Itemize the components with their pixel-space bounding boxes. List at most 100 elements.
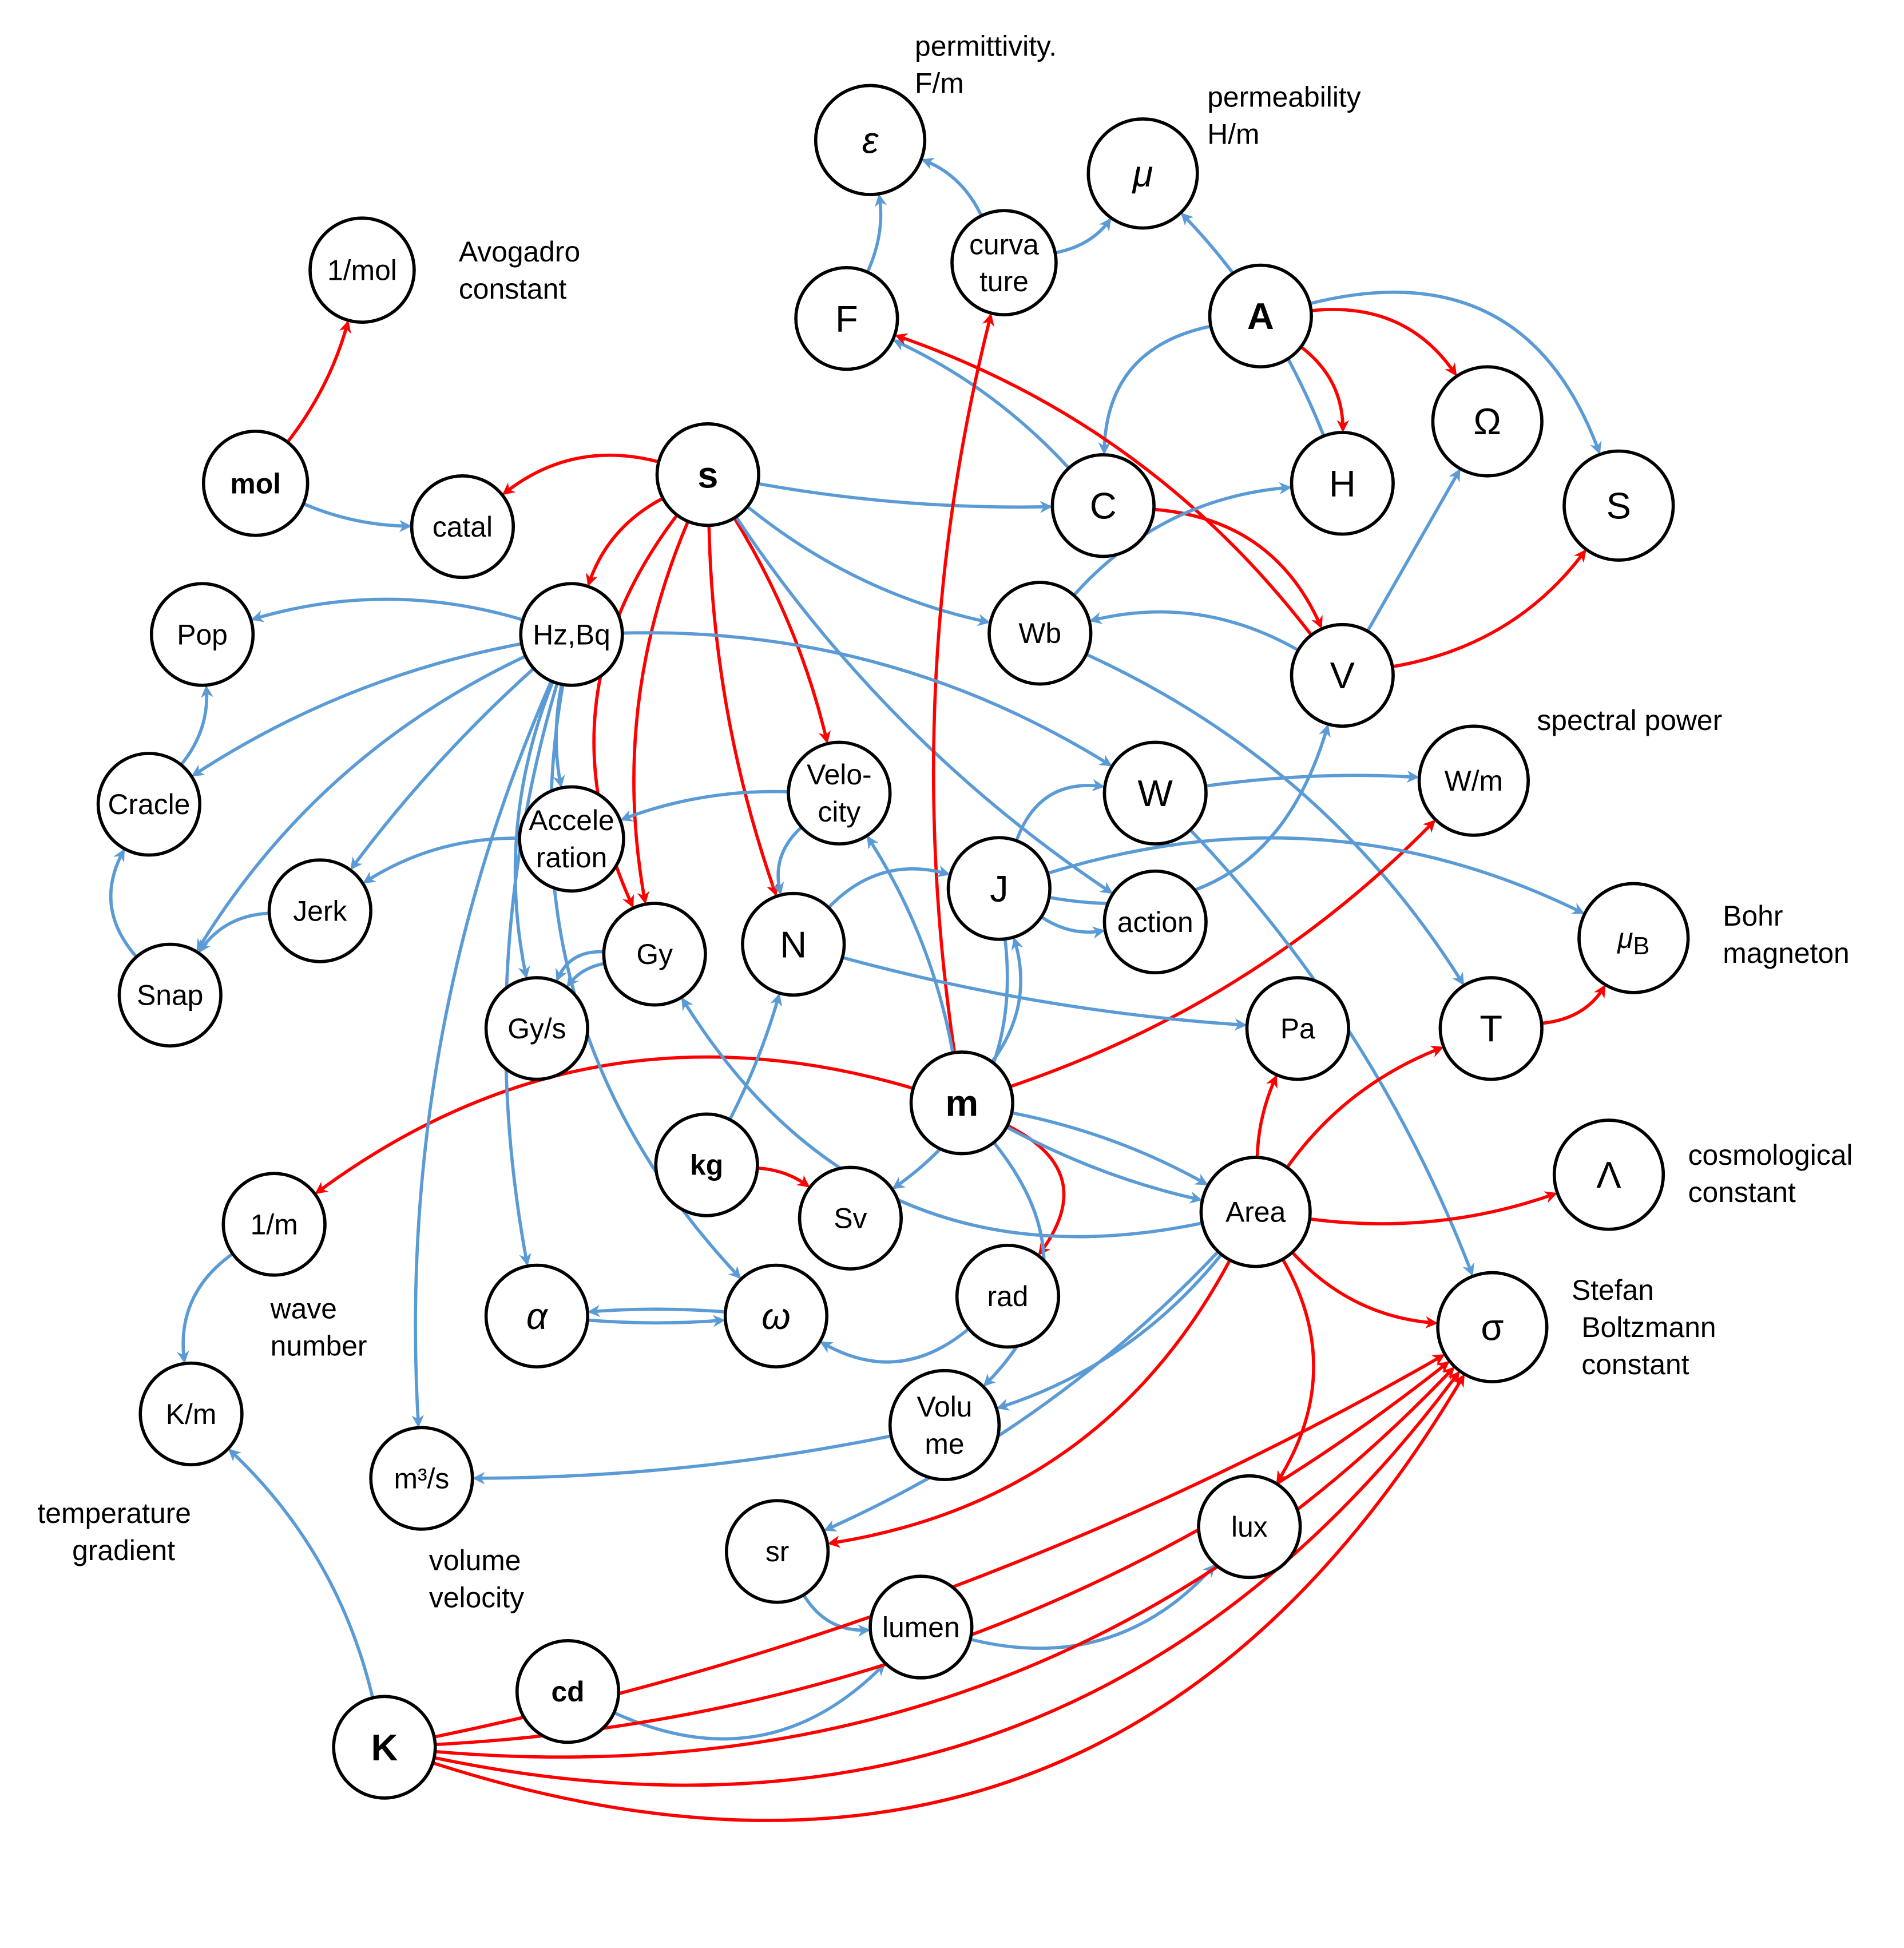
node-sr-circle bbox=[724, 1499, 830, 1604]
node-Pa-label: Pa bbox=[1280, 1013, 1315, 1045]
edge-Wb-to-H bbox=[1072, 482, 1292, 597]
node-sigma-circle bbox=[1436, 1271, 1549, 1383]
node-alpha-label: α bbox=[526, 1295, 549, 1337]
node-S: S bbox=[1562, 449, 1675, 562]
ann-avogadro-line-0: Avogadro bbox=[459, 236, 580, 268]
node-mu-circle bbox=[1086, 117, 1199, 230]
node-S-circle bbox=[1562, 449, 1675, 562]
node-HzBq-label: Hz,Bq bbox=[533, 618, 610, 650]
node-rad-circle bbox=[955, 1244, 1061, 1349]
node-Sv: Sv bbox=[798, 1165, 903, 1271]
node-Km-circle bbox=[138, 1361, 244, 1467]
node-eps-label: ε bbox=[862, 120, 879, 161]
node-Jerk: Jerk bbox=[267, 858, 372, 963]
ann-bohr-line-1: magneton bbox=[1723, 937, 1849, 969]
node-m3s: m³/s bbox=[369, 1426, 474, 1531]
node-T: T bbox=[1438, 976, 1544, 1081]
node-mu-label: μ bbox=[1132, 153, 1153, 195]
ann-volvel-line-1: velocity bbox=[429, 1581, 524, 1613]
node-Sv-circle bbox=[798, 1165, 903, 1271]
node-catal-circle bbox=[410, 474, 515, 580]
node-Volume-label: Volu bbox=[917, 1391, 973, 1423]
node-curv: curva ture bbox=[950, 209, 1058, 316]
edge-K-to-sigma bbox=[434, 1371, 1460, 1787]
edge-m-to-J bbox=[990, 937, 1024, 1063]
node-Area-label: Area bbox=[1225, 1196, 1286, 1228]
node-muB: μB bbox=[1577, 882, 1690, 994]
node-Wb: Wb bbox=[987, 581, 1093, 686]
node-Volume-circle bbox=[888, 1368, 1001, 1482]
node-m: m bbox=[909, 1050, 1014, 1156]
edge-N-to-J bbox=[827, 865, 950, 909]
ann-cosmo-line-0: cosmological bbox=[1688, 1139, 1853, 1171]
edge-HzBq-to-Gys bbox=[513, 681, 554, 979]
edge-sr-to-lumen bbox=[802, 1594, 871, 1637]
ann-permeability-line-1: H/m bbox=[1207, 118, 1259, 150]
node-sigma: σ bbox=[1436, 1271, 1549, 1383]
node-inv_mol-label: 1/mol bbox=[327, 255, 397, 287]
node-Wb-circle bbox=[987, 581, 1093, 686]
node-Wm-circle bbox=[1417, 724, 1530, 837]
node-Area-circle bbox=[1199, 1156, 1312, 1268]
node-J-label: J bbox=[990, 868, 1008, 910]
node-Gys-circle bbox=[484, 976, 590, 1081]
node-curv-label: curva bbox=[969, 228, 1039, 260]
node-s: s bbox=[655, 422, 760, 527]
node-Km: K/m bbox=[138, 1361, 244, 1467]
edge-Wb-to-T bbox=[1085, 653, 1465, 986]
edge-Area-to-Volume bbox=[996, 1253, 1223, 1411]
node-omega: ω bbox=[723, 1263, 829, 1368]
edge-Cracle-to-Pop bbox=[180, 685, 213, 766]
node-T-circle bbox=[1438, 976, 1544, 1081]
node-lux: lux bbox=[1197, 1474, 1302, 1580]
edge-m-to-inv_m bbox=[315, 1055, 914, 1195]
node-mol-label: mol bbox=[230, 467, 281, 499]
node-cd-circle bbox=[515, 1639, 621, 1744]
node-mol-circle bbox=[201, 429, 310, 537]
node-muB-circle bbox=[1577, 882, 1690, 994]
node-mu: μ bbox=[1086, 117, 1199, 230]
edge-mol-to-catal bbox=[303, 502, 412, 533]
ann-tempgrad-line-0: temperature bbox=[37, 1497, 191, 1529]
node-lux-label: lux bbox=[1231, 1511, 1268, 1543]
ann-wavenumber-line-0: wave bbox=[270, 1293, 337, 1325]
edge-kg-to-N bbox=[728, 993, 783, 1121]
node-K: K bbox=[332, 1695, 437, 1800]
node-C-circle bbox=[1050, 453, 1156, 558]
edge-kg-to-Sv bbox=[757, 1166, 810, 1188]
node-Omega-circle bbox=[1431, 365, 1544, 478]
edge-s-to-N bbox=[707, 525, 779, 896]
edge-Gy-to-Gys bbox=[566, 962, 605, 987]
node-lumen: lumen bbox=[868, 1574, 974, 1680]
node-Accel-circle bbox=[518, 785, 625, 893]
edge-N-to-Pa bbox=[842, 955, 1247, 1031]
node-Volume-label: me bbox=[925, 1428, 964, 1460]
node-Gy-circle bbox=[602, 902, 707, 1007]
node-V: V bbox=[1290, 622, 1395, 728]
node-alpha-circle bbox=[484, 1263, 590, 1368]
edge-Velo-to-N bbox=[772, 826, 803, 895]
node-Cracle: Cracle bbox=[96, 752, 202, 857]
edge-s-to-HzBq bbox=[586, 497, 664, 586]
edge-Volume-to-m3s bbox=[472, 1434, 892, 1485]
node-inv_m-circle bbox=[221, 1172, 327, 1277]
node-action-circle bbox=[1102, 869, 1208, 975]
node-curv-label: ture bbox=[979, 265, 1029, 297]
node-H-label: H bbox=[1329, 462, 1356, 504]
node-kg-circle bbox=[654, 1112, 759, 1217]
edge-V-to-S bbox=[1392, 549, 1586, 669]
edge-Velo-to-Accel bbox=[620, 789, 789, 822]
edge-A-to-S bbox=[1309, 291, 1602, 455]
node-A: A bbox=[1208, 263, 1313, 368]
node-rad: rad bbox=[955, 1244, 1061, 1349]
edge-V-to-Wb bbox=[1089, 610, 1299, 652]
edge-Area-to-Lambda bbox=[1309, 1191, 1558, 1225]
node-Cracle-circle bbox=[96, 752, 202, 857]
node-F-circle bbox=[794, 266, 899, 371]
edge-V-to-Omega bbox=[1366, 469, 1461, 632]
node-cd: cd bbox=[515, 1639, 621, 1744]
